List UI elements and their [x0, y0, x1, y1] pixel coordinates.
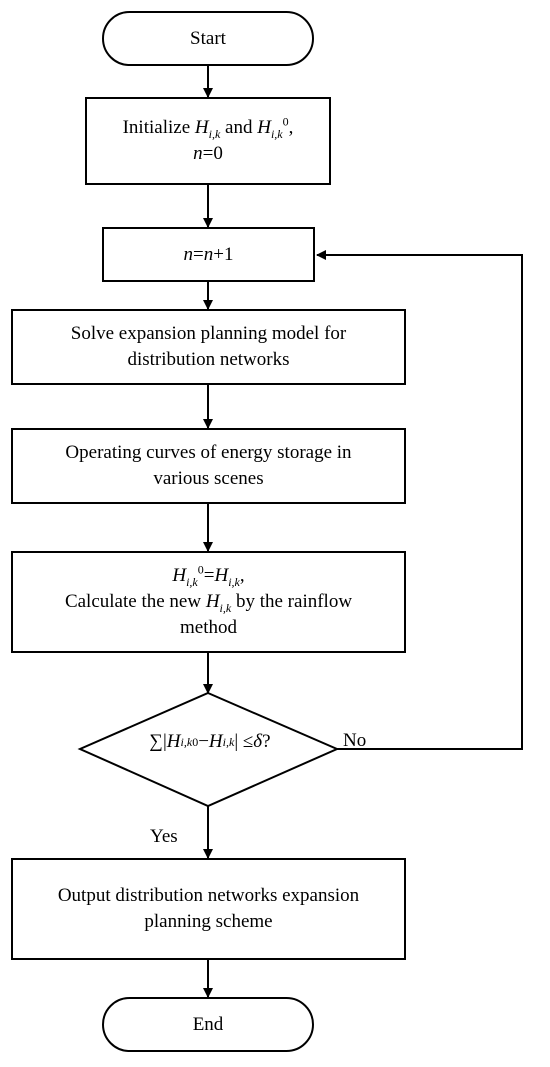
- solve-model-box: Solve expansion planning model for distr…: [11, 309, 406, 385]
- output-box: Output distribution networks expansion p…: [11, 858, 406, 960]
- solve-line2: distribution networks: [127, 349, 290, 370]
- output-line2: planning scheme: [144, 911, 273, 932]
- curves-line1: Operating curves of energy storage in: [65, 442, 352, 463]
- operating-curves-box: Operating curves of energy storage in va…: [11, 428, 406, 504]
- start-label: Start: [190, 27, 226, 49]
- update-line3: method: [180, 617, 237, 638]
- solve-line1: Solve expansion planning model for: [70, 323, 347, 344]
- start-terminal: Start: [102, 11, 314, 66]
- curves-line2: various scenes: [153, 468, 264, 489]
- yes-label: Yes: [150, 826, 178, 847]
- update-line2: Calculate the new Hi,k by the rainflow: [64, 591, 353, 615]
- update-calc-box: Hi,k0=Hi,k, Calculate the new Hi,k by th…: [11, 551, 406, 653]
- end-label: End: [192, 1013, 224, 1035]
- output-line1: Output distribution networks expansion: [57, 885, 360, 906]
- decision-diamond: [77, 691, 340, 808]
- increment-label: n=n+1: [183, 243, 234, 265]
- initialize-line2: n=0: [193, 143, 223, 164]
- no-label: No: [343, 730, 367, 751]
- initialize-box: Initialize Hi,k and Hi,k0, n=0: [85, 97, 331, 185]
- increment-box: n=n+1: [102, 227, 315, 282]
- initialize-line1: Initialize Hi,k and Hi,k0,: [122, 114, 294, 141]
- loop-back-no: [316, 250, 523, 750]
- update-line1: Hi,k0=Hi,k,: [172, 562, 245, 589]
- end-terminal: End: [102, 997, 314, 1052]
